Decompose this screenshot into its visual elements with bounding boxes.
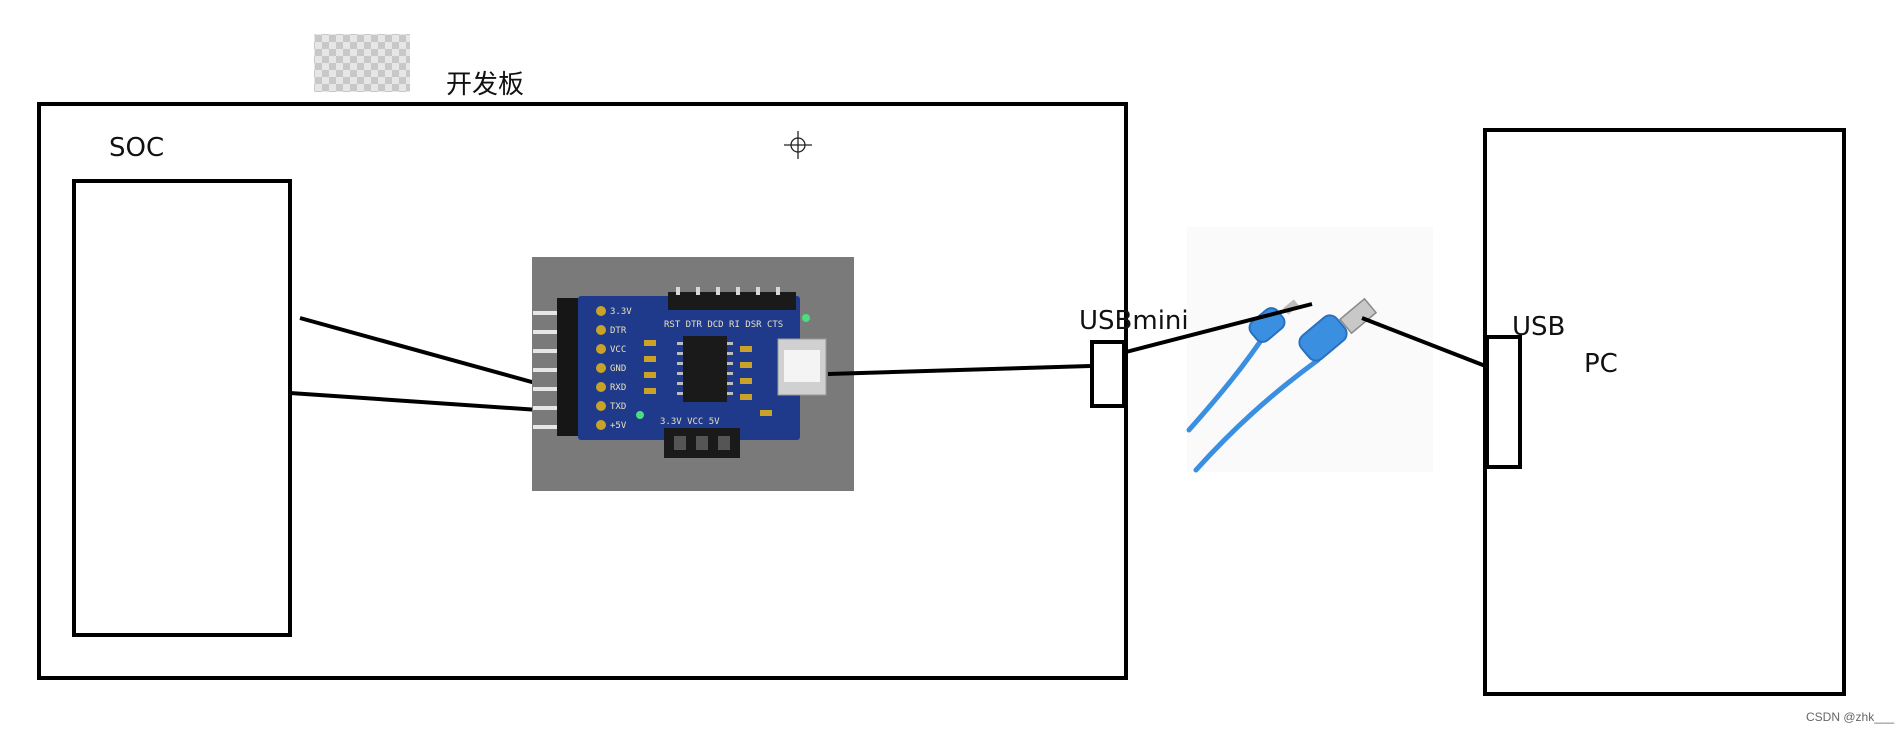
left-pin-legs [533, 311, 559, 429]
led-indicator [636, 411, 644, 419]
led-indicator [802, 314, 810, 322]
usb-mini-label: USBmini [1079, 306, 1189, 336]
gold-pads [596, 306, 606, 430]
usb-ttl-module: 3.3V DTR VCC GND RXD TXD +5V RST DTR DCD… [532, 257, 854, 491]
pin-label: +5V [610, 421, 627, 431]
micro-usb-opening [784, 350, 820, 382]
pc-label: PC [1584, 349, 1618, 379]
cable-strand-two [1193, 357, 1321, 473]
pin-label: TXD [610, 402, 626, 412]
wire-pcb-usbmini [827, 364, 1091, 376]
soc-label: SOC [109, 133, 164, 163]
wire-soc-rx [289, 391, 540, 412]
top-pin-labels: RST DTR DCD RI DSR CTS [664, 320, 783, 330]
crosshair-icon [784, 131, 812, 159]
wire-usbmini-cable [1125, 302, 1313, 354]
pin-header [557, 298, 579, 436]
pin-label: VCC [610, 345, 626, 355]
transparency-placeholder-icon [314, 34, 410, 92]
ic-pins [677, 342, 733, 395]
watermark: CSDN @zhk___ [1806, 710, 1895, 724]
pin-label: 3.3V [610, 307, 632, 317]
top-pin-header [668, 292, 796, 310]
ic-chip [683, 336, 727, 402]
smd-components [644, 340, 772, 416]
pc-usb-port [1485, 335, 1522, 469]
pin-label: DTR [610, 326, 627, 336]
usb-a-metal-shell [1338, 297, 1378, 335]
pin-label: RXD [610, 383, 626, 393]
wire-cable-pc [1361, 316, 1489, 369]
usb-mini-port [1090, 340, 1126, 408]
pc-box [1483, 128, 1846, 696]
pin-labels: 3.3V DTR VCC GND RXD TXD +5V [610, 307, 632, 431]
board-label: 开发板 [446, 70, 524, 100]
jumper-labels: 3.3V VCC 5V [660, 417, 720, 427]
usb-a-connector-head [1298, 314, 1348, 362]
jumper-pins [674, 436, 730, 450]
soc-box [72, 179, 292, 637]
wire-soc-tx [299, 316, 540, 386]
top-header-pins [676, 287, 780, 295]
pin-label: GND [610, 364, 626, 374]
